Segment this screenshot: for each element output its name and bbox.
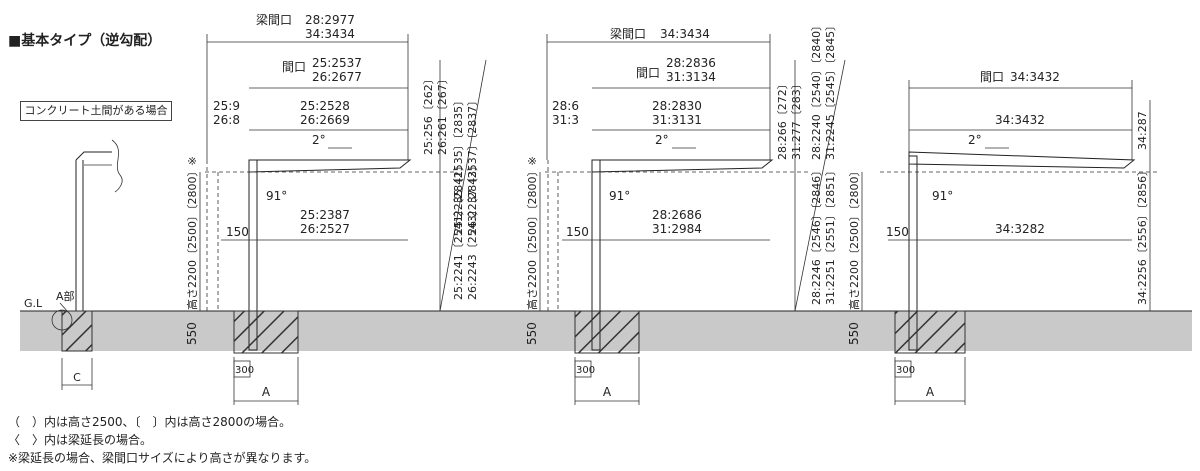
detail-a-section: C G.L A部 <box>24 139 123 390</box>
note-item: 〈 〉内は梁延長の場合。 <box>8 433 153 447</box>
concrete-floor-label: コンクリート土間がある場合 <box>20 101 172 121</box>
mid-value: 25:2528 <box>300 99 350 113</box>
angle-label: 91° <box>932 189 953 203</box>
right-dim: 31:2245〔2545〕〔2845〕 <box>824 20 837 160</box>
note-item: （ ）内は高さ2500、〔 〕内は高さ2800の場合。 <box>8 415 292 429</box>
height-label: 高さ2200〔2500〕〔2800〕※ <box>525 156 539 310</box>
offset-value: 25:9 <box>213 99 240 113</box>
note-item: ※梁延長の場合、梁間口サイズにより高さが異なります。 <box>8 451 317 465</box>
dim-300: 300 <box>896 365 915 376</box>
dim-150: 150 <box>566 225 589 239</box>
mid-value: 26:2669 <box>300 113 350 127</box>
right-dim: 28:266〔272〕 <box>776 78 789 160</box>
dim-a: A <box>926 385 935 399</box>
low-value: 26:2527 <box>300 222 350 236</box>
mid-value: 34:3432 <box>995 113 1045 127</box>
dim-550: 550 <box>525 322 539 345</box>
mid-value: 31:3131 <box>652 113 702 127</box>
right-dim: 31:277〔283〕 <box>790 78 803 160</box>
opening-value: 31:3134 <box>666 70 716 84</box>
page-title: ■基本タイプ（逆勾配） <box>8 33 162 49</box>
dim-c: C <box>73 371 81 384</box>
notes: （ ）内は高さ2500、〔 〕内は高さ2800の場合。 〈 〉内は梁延長の場合。… <box>8 413 316 467</box>
dim-550: 550 <box>847 322 861 345</box>
low-value: 31:2984 <box>652 222 702 236</box>
right-dim: 25:256〔262〕 <box>422 73 435 155</box>
offset-value: 28:6 <box>552 99 579 113</box>
unit-1: 梁間口 28:2977 34:3434 間口 25:2537 26:2677 2… <box>185 12 487 405</box>
right-dim: 28:2240〔2540〕〔2840〕 <box>810 20 823 160</box>
opening-label: 間口 <box>980 70 1004 84</box>
slope-label: 2° <box>968 133 982 147</box>
dim-300: 300 <box>576 365 595 376</box>
right-dim: 26:261〔267〕 <box>436 73 449 155</box>
dim-150: 150 <box>886 225 909 239</box>
beam-value: 28:2977 <box>305 13 355 27</box>
angle-label: 91° <box>266 189 287 203</box>
right-dim: 26:2237〔2537〕〔2837〕 <box>466 95 479 235</box>
height-label: 高さ2200〔2500〕〔2800〕※ <box>185 156 199 310</box>
gl-label: G.L <box>24 297 43 310</box>
height-label: 高さ2200〔2500〕〔2800〕 <box>847 166 861 310</box>
mid-value: 28:2830 <box>652 99 702 113</box>
opening-value: 26:2677 <box>312 70 362 84</box>
opening-value: 28:2836 <box>666 56 716 70</box>
low-value: 34:3282 <box>995 222 1045 236</box>
opening-label: 間口 <box>282 60 306 74</box>
unit-2: 梁間口 34:3434 間口 28:2836 31:3134 28:6 31:3… <box>525 20 846 405</box>
slope-label: 2° <box>312 133 326 147</box>
slope-label: 2° <box>655 133 669 147</box>
offset-value: 31:3 <box>552 113 579 127</box>
offset-value: 26:8 <box>213 113 240 127</box>
a-part-label: A部 <box>56 289 75 303</box>
right-dim: 25:2235〔2535〕〔2835〕 <box>452 95 465 235</box>
beam-value: 34:3434 <box>660 27 710 41</box>
opening-value: 34:3432 <box>1010 70 1060 84</box>
dim-a: A <box>603 385 612 399</box>
right-dim: 28:2246〔2546〕〔2846〕 <box>810 165 823 305</box>
angle-label: 91° <box>609 189 630 203</box>
right-dim: 31:2251〔2551〕〔2851〕 <box>824 165 837 305</box>
beam-value: 34:3434 <box>305 27 355 41</box>
right-dim: 34:2256〔2556〕〔2856〕 <box>1136 165 1149 305</box>
beam-label: 梁間口 <box>256 12 292 27</box>
dim-300: 300 <box>235 365 254 376</box>
opening-label: 間口 <box>636 66 660 80</box>
low-value: 25:2387 <box>300 208 350 222</box>
right-dim: 34:287 <box>1136 111 1149 150</box>
beam-label: 梁間口 <box>610 26 646 41</box>
low-value: 28:2686 <box>652 208 702 222</box>
dim-a: A <box>262 385 271 399</box>
right-dim: 26:2243〔2543〕〔2843〕 <box>466 160 479 300</box>
dim-150: 150 <box>226 225 249 239</box>
unit-3: 間口 34:3432 34:3432 2° 91° 150 34:3282 高さ… <box>847 70 1160 405</box>
right-dim: 25:2241〔2541〕〔2841〕 <box>452 160 465 300</box>
dim-550: 550 <box>185 322 199 345</box>
opening-value: 25:2537 <box>312 56 362 70</box>
